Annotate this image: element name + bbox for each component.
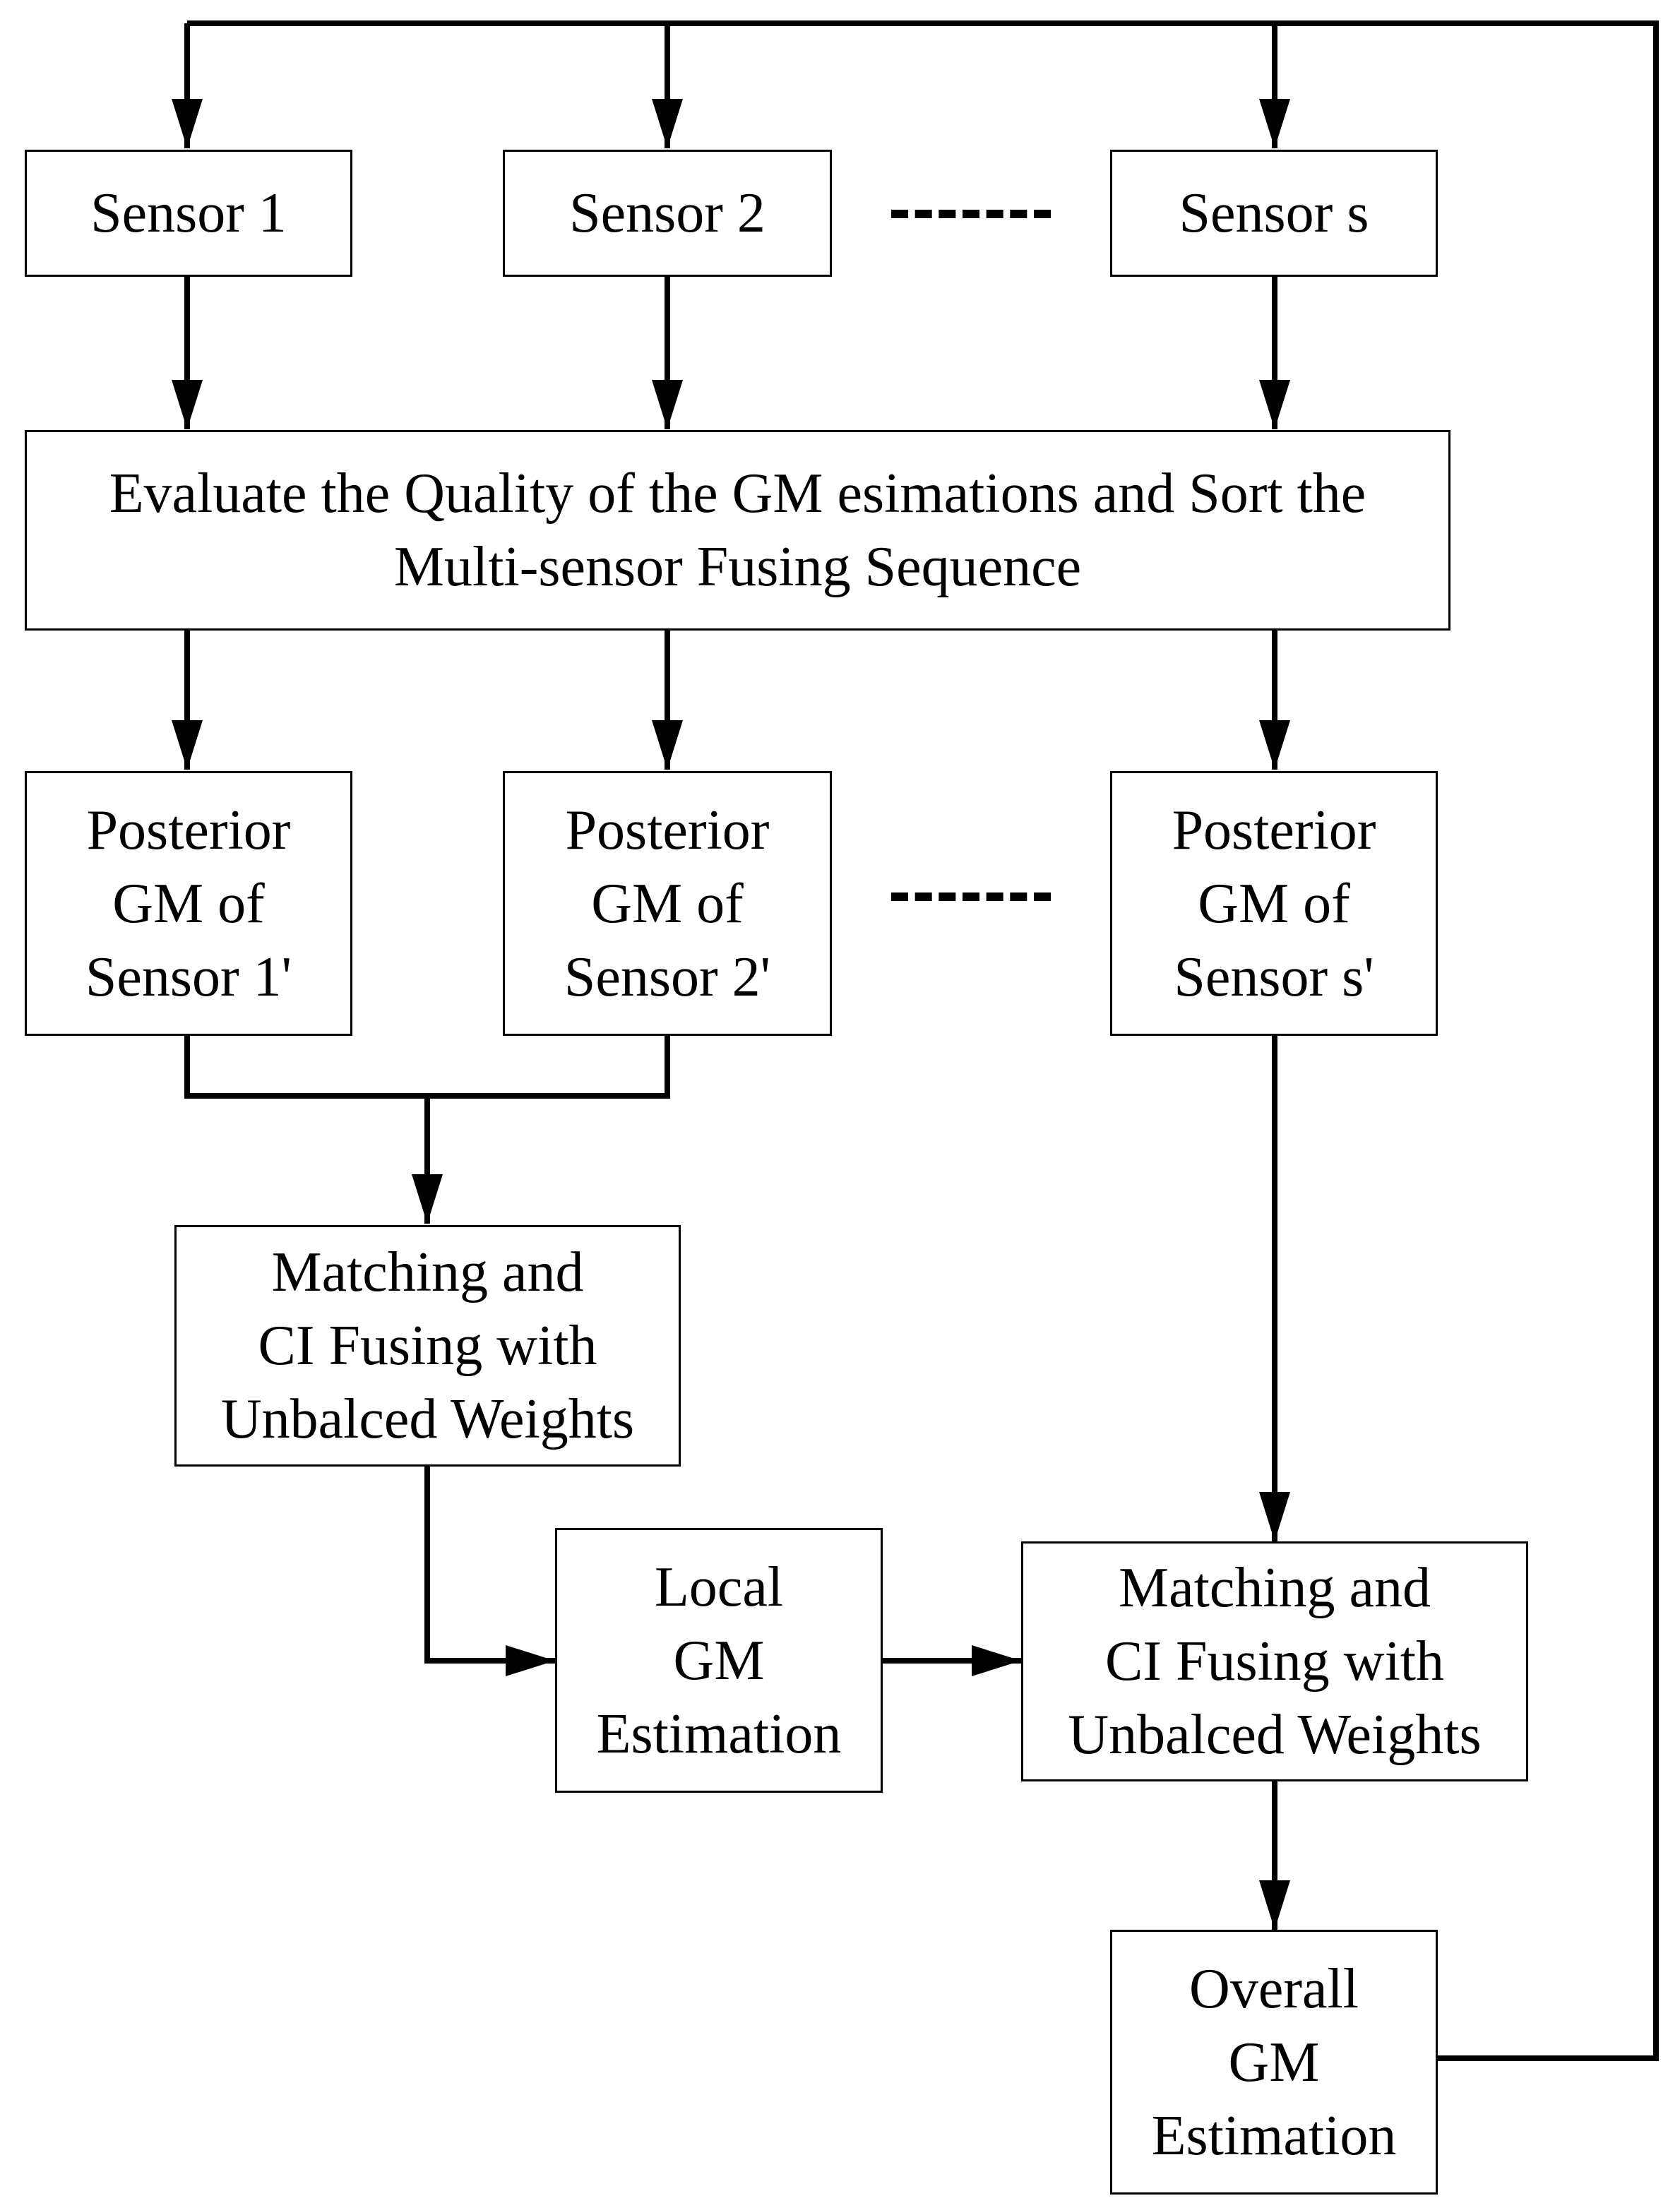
sensor-1-label: Sensor 1 — [90, 182, 287, 244]
merge-posterior-1-2-line — [184, 1036, 670, 1099]
sensor-2-label: Sensor 2 — [569, 182, 765, 244]
evaluate-sort-box: Evaluate the Quality of the GM esimation… — [25, 430, 1450, 631]
posterior-s-line-3: Sensor s' — [1174, 945, 1374, 1008]
posterior-1-box: Posterior GM of Sensor 1' — [25, 771, 352, 1036]
fuse-local-box: Matching and CI Fusing with Unbalced Wei… — [174, 1225, 681, 1467]
fuse-local-line-3: Unbalced Weights — [220, 1388, 635, 1450]
fuse-overall-box: Matching and CI Fusing with Unbalced Wei… — [1021, 1541, 1528, 1781]
posterior-s-line-2: GM of — [1198, 872, 1350, 935]
posterior-1-line-2: GM of — [112, 872, 265, 935]
overall-estimation-line-3: Estimation — [1151, 2104, 1397, 2167]
overall-estimation-box: Overall GM Estimation — [1110, 1930, 1438, 2195]
posterior-1-line-3: Sensor 1' — [85, 945, 292, 1008]
posterior-s-box: Posterior GM of Sensor s' — [1110, 771, 1438, 1036]
evaluate-line-2: Multi-sensor Fusing Sequence — [393, 536, 1082, 598]
posterior-2-box: Posterior GM of Sensor 2' — [503, 771, 832, 1036]
sensor-s-label: Sensor s — [1179, 182, 1369, 244]
evaluate-line-1: Evaluate the Quality of the GM esimation… — [109, 462, 1366, 525]
arrow-fuse-local-to-local-estimation — [424, 1467, 555, 1676]
sensor-2-box: Sensor 2 — [503, 150, 832, 277]
local-estimation-box: Local GM Estimation — [555, 1528, 883, 1793]
posterior-s-line-1: Posterior — [1172, 799, 1376, 861]
overall-estimation-line-2: GM — [1228, 2031, 1320, 2094]
posterior-2-line-2: GM of — [591, 872, 744, 935]
posterior-2-line-1: Posterior — [565, 799, 770, 861]
fuse-overall-line-3: Unbalced Weights — [1068, 1704, 1482, 1766]
sensor-ellipsis-dashes — [891, 210, 1051, 218]
fuse-local-line-1: Matching and — [271, 1241, 584, 1303]
fuse-overall-line-2: CI Fusing with — [1104, 1630, 1445, 1692]
overall-estimation-line-1: Overall — [1189, 1957, 1359, 2020]
posterior-2-line-3: Sensor 2' — [564, 945, 771, 1008]
sensor-1-box: Sensor 1 — [25, 150, 352, 277]
posterior-1-line-1: Posterior — [86, 799, 291, 861]
feedback-loop-line — [187, 20, 1659, 2061]
fuse-overall-line-1: Matching and — [1118, 1557, 1431, 1619]
local-estimation-line-2: GM — [673, 1629, 765, 1692]
sensor-s-box: Sensor s — [1110, 150, 1438, 277]
local-estimation-line-3: Estimation — [596, 1702, 842, 1765]
posterior-ellipsis-dashes — [891, 892, 1051, 901]
local-estimation-line-1: Local — [654, 1556, 784, 1618]
fuse-local-line-2: CI Fusing with — [258, 1315, 597, 1377]
